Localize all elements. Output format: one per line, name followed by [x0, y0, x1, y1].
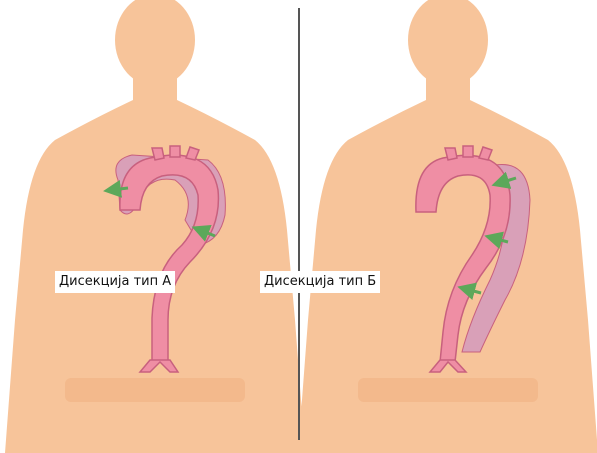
dissection-type-b-label: Дисекција тип Б — [260, 271, 380, 293]
left-torso — [5, 0, 305, 453]
right-torso — [298, 0, 597, 453]
dissection-type-a-label: Дисекција тип А — [55, 271, 175, 293]
green-arrow-icon — [112, 188, 128, 190]
